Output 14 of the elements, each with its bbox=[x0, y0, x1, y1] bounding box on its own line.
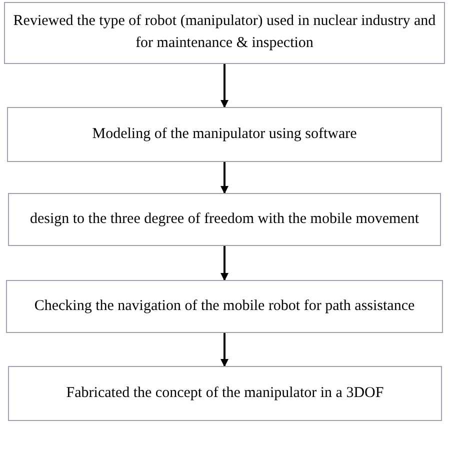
step-text: Reviewed the type of robot (manipulator) used in nuclear industry and for maintenance & inspection bbox=[13, 12, 436, 53]
process-box bbox=[4, 2, 445, 64]
process-box bbox=[8, 193, 441, 246]
process-box bbox=[8, 366, 442, 421]
process-box bbox=[6, 280, 443, 333]
step-text: Fabricated the concept of the manipulator in a 3DOF bbox=[66, 384, 384, 403]
step-text: design to the three degree of freedom with the mobile movement bbox=[30, 210, 420, 229]
process-box bbox=[7, 107, 442, 162]
arrow bbox=[220, 246, 228, 281]
arrow bbox=[220, 333, 228, 367]
arrow bbox=[220, 64, 228, 108]
step-text: Modeling of the manipulator using software bbox=[92, 124, 357, 144]
step-text: Checking the navigation of the mobile robot for path assistance bbox=[34, 296, 415, 316]
arrow bbox=[220, 162, 228, 194]
